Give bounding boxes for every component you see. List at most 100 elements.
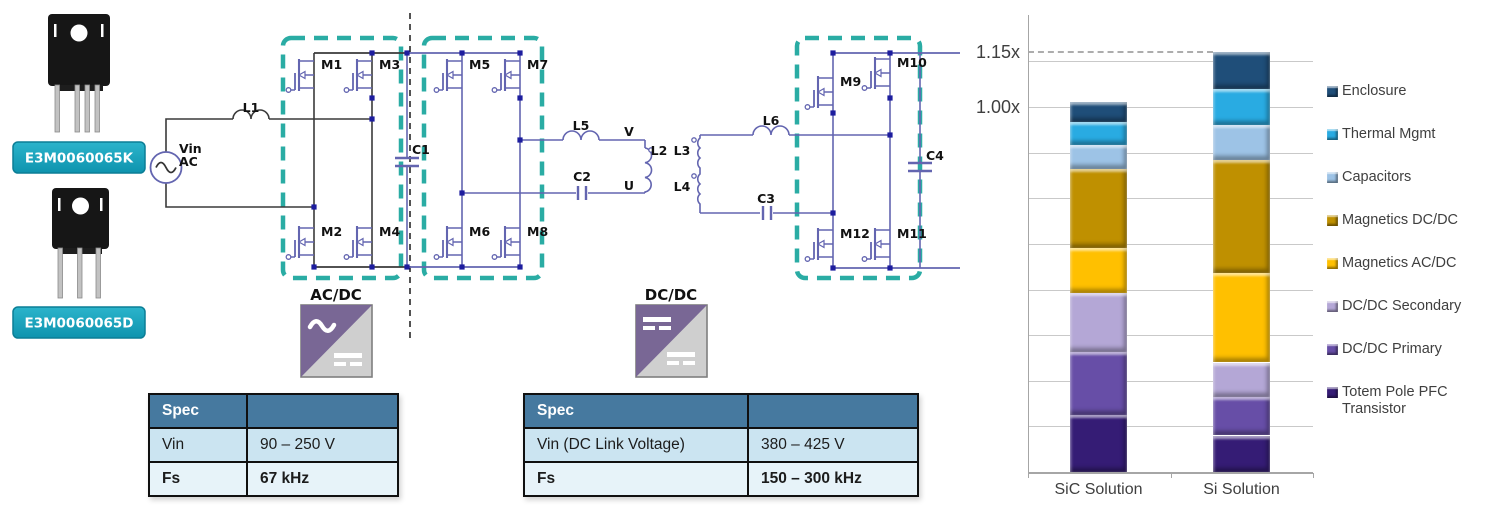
junction-node — [887, 50, 893, 56]
inductor-L1 — [232, 109, 270, 120]
capacitor-label: C4 — [926, 148, 944, 163]
table-row: Vin (DC Link Voltage)380 – 425 V — [525, 427, 917, 461]
mosfet-M1 — [285, 59, 314, 93]
body-arrow — [873, 239, 882, 249]
legend-item: Thermal Mgmt — [1327, 126, 1479, 143]
gridline — [1028, 198, 1313, 200]
bar-segment — [1070, 415, 1127, 472]
mosfet-M5 — [433, 59, 462, 93]
gate-terminal — [285, 87, 292, 93]
bar-segment — [1213, 125, 1270, 160]
table-header-cell: Spec — [537, 402, 575, 419]
to247-3pin-package-notch — [58, 198, 61, 211]
dc-bars-icon — [659, 326, 671, 330]
mosfet-label: M8 — [527, 224, 548, 239]
to247-3pin-package-mounting-hole — [72, 197, 89, 215]
to247-3pin-package-body — [52, 188, 109, 249]
gate-terminal — [491, 254, 498, 260]
to247-3pin-package-leg — [77, 247, 83, 299]
legend-item: Enclosure — [1327, 83, 1479, 100]
y-axis-line — [1028, 15, 1029, 472]
junction-node — [459, 190, 465, 196]
mosfet-label: M4 — [379, 224, 400, 239]
body-arrow — [873, 68, 882, 78]
body-arrow — [445, 237, 454, 247]
mosfet-M7 — [491, 59, 520, 93]
junction-node — [830, 265, 836, 271]
bar-segment — [1070, 121, 1127, 146]
table-header-row: Spec — [525, 395, 917, 427]
mosfet-M10 — [861, 57, 890, 91]
port-V-label: V — [624, 124, 634, 139]
legend-item: Capacitors — [1327, 169, 1479, 186]
transformer-secondary-L3-L4 — [696, 135, 702, 213]
legend-label: DC/DC Secondary — [1342, 298, 1462, 314]
junction-node — [830, 50, 836, 56]
dc-bars-icon — [334, 353, 362, 358]
legend-label: DC/DC Primary — [1342, 341, 1442, 357]
gate-terminal — [433, 87, 440, 93]
gate-terminal — [285, 254, 292, 260]
junction-node — [830, 210, 836, 216]
to247-4pin-package-mounting-hole — [70, 24, 88, 42]
body-arrow — [816, 87, 825, 97]
inductor-label: L1 — [243, 100, 260, 115]
to247-4pin-package-body — [48, 14, 110, 86]
body-arrow — [816, 239, 825, 249]
dc-bars-icon — [334, 362, 346, 366]
inductor-label: L3 — [674, 143, 691, 158]
x-axis-tick — [1313, 473, 1314, 478]
dc-bars-icon — [667, 352, 695, 357]
gate-terminal — [491, 87, 498, 93]
bar-segment — [1070, 293, 1127, 352]
mosfet-label: M12 — [840, 226, 870, 241]
port-U-label: U — [624, 178, 634, 193]
body-arrow — [503, 237, 512, 247]
spec-value-cell: 380 – 425 V — [747, 429, 917, 461]
wire — [165, 118, 233, 152]
mosfet-label: M11 — [897, 226, 927, 241]
ac-label: AC — [179, 154, 198, 169]
bar-segment — [1213, 435, 1270, 472]
bar-segment — [1070, 247, 1127, 294]
to247-3pin-package-leg — [95, 247, 101, 299]
gridline — [1028, 61, 1313, 63]
spec-value-cell: 67 kHz — [246, 463, 397, 495]
inductor-label: L5 — [573, 118, 590, 133]
gridline — [1028, 289, 1313, 291]
junction-node — [369, 116, 375, 122]
legend-swatch — [1327, 129, 1338, 140]
to247-4pin-package-notch — [101, 24, 104, 37]
spec-name-cell: Fs — [162, 470, 181, 487]
junction-node — [887, 132, 893, 138]
ac-wave-icon — [307, 319, 337, 333]
junction-node — [311, 264, 317, 270]
bar-segment — [1070, 145, 1127, 170]
part-number-badge — [12, 306, 146, 339]
category-label: Si Solution — [1203, 481, 1280, 498]
stage-dashed-box — [280, 35, 404, 281]
x-axis-tick — [1170, 473, 1172, 478]
dcdc-stage-label: DC/DC — [645, 286, 697, 304]
spec-name-cell: Fs — [537, 470, 556, 487]
x-axis-tick — [1028, 473, 1029, 478]
junction-node — [369, 95, 375, 101]
legend-swatch — [1327, 258, 1338, 269]
bar-segment — [1213, 52, 1270, 89]
gridline — [1028, 335, 1313, 337]
to247-4pin-package-leg — [94, 84, 100, 133]
table-header-row: Spec — [150, 395, 397, 427]
vin-label: Vin — [179, 141, 202, 156]
gate-terminal — [804, 256, 811, 262]
to247-4pin-package-leg — [74, 84, 80, 133]
category-label: SiC Solution — [1054, 481, 1143, 498]
mosfet-label: M2 — [321, 224, 342, 239]
x-axis-line — [1028, 472, 1313, 474]
mosfet-M6 — [433, 226, 462, 260]
legend-swatch — [1327, 86, 1338, 97]
polarity-dot — [648, 147, 654, 153]
gridline — [1028, 380, 1313, 382]
to247-3pin-package-leg — [57, 247, 63, 299]
